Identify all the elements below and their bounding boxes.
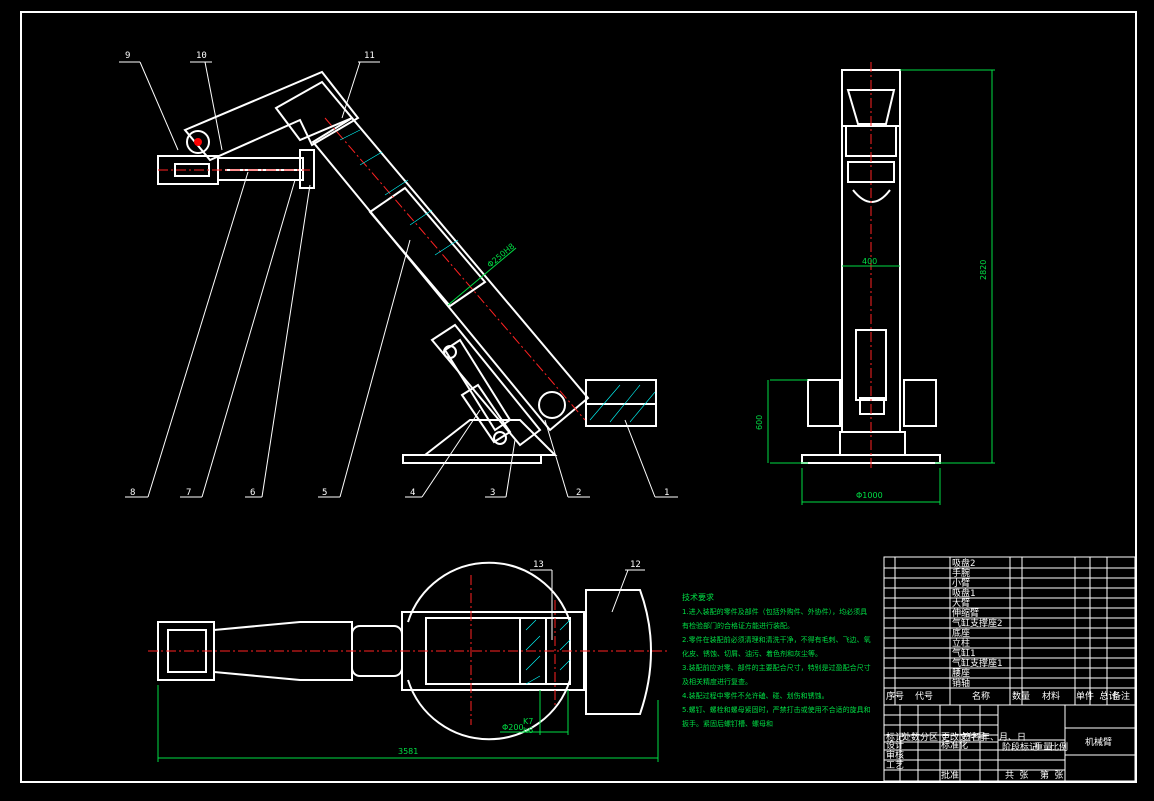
bom-header-remark: 备注 xyxy=(1112,690,1130,702)
bom-row-name: 吸盘2 xyxy=(952,557,975,569)
note-line: 扳手。紧固后螺钉槽、螺母和 xyxy=(682,719,773,728)
title-block-labels: 标记 处数 分区 更改文件号 签名 年、月、日 设计 标准化 审核 工艺 批准 … xyxy=(886,731,1068,781)
title-block-label: 工艺 xyxy=(886,760,904,771)
dim-arm-diameter-text: Φ250H8 xyxy=(486,242,517,270)
title-block-label: 标记 xyxy=(886,731,904,743)
arm-sleeve xyxy=(368,186,487,308)
title-block-label: 更改文件号 xyxy=(941,731,986,743)
note-line: 1.进入装配的零件及部件（包括外购件、外协件），均必须具 xyxy=(682,607,867,616)
base-plate-side xyxy=(402,454,542,464)
title-block-label: 批准 xyxy=(941,769,959,781)
bom-header-material: 材料 xyxy=(1042,690,1060,702)
dim-base-diameter-text: Φ1000 xyxy=(856,491,883,500)
title-block-label: 阶段标记 xyxy=(1002,741,1038,753)
part-label: 2 xyxy=(576,488,581,498)
part-label: 5 xyxy=(322,488,327,498)
note-line: 3.装配前应对零、部件的主要配合尺寸，特别是过盈配合尺寸 xyxy=(682,663,871,672)
note-line: 有检验部门的合格证方能进行装配。 xyxy=(682,621,794,630)
part-label: 10 xyxy=(196,51,207,61)
dim-pin-fit-text: Φ200 xyxy=(502,723,524,732)
bom-row-name: 销轴 xyxy=(952,677,970,689)
note-line: 4.装配过程中零件不允许磕、碰、划伤和锈蚀。 xyxy=(682,691,829,700)
title-block-label: 分区 xyxy=(920,732,938,743)
title-block-label: 比例 xyxy=(1050,741,1068,753)
top-view-centerline xyxy=(148,575,668,725)
title-block-label: 设计 xyxy=(886,739,904,751)
sheet-border xyxy=(20,11,1137,783)
top-view-base-circle xyxy=(407,561,571,741)
note-line: 及相关精度进行复查。 xyxy=(682,677,752,686)
part-label: 1 xyxy=(664,488,669,498)
pivot-joint-base xyxy=(538,391,566,419)
side-view-centerlines xyxy=(158,117,586,421)
part-label: 3 xyxy=(490,488,495,498)
part-label: 9 xyxy=(125,51,130,61)
dim-total-length-text: 3581 xyxy=(398,747,418,756)
bom-row-name: 伸缩臂 xyxy=(952,607,979,619)
part-label: 12 xyxy=(630,560,641,570)
technical-notes: 技术要求 1.进入装配的零件及部件（包括外购件、外协件），均必须具 有检验部门的… xyxy=(682,592,871,728)
bom-row-name: 气缸支撑座1 xyxy=(952,657,1002,669)
leader-lines-side xyxy=(119,61,678,498)
bom-row-name: 气缸支撑座2 xyxy=(952,617,1002,629)
top-view-hatch xyxy=(525,619,571,685)
front-dimensions xyxy=(767,69,995,505)
part-12-cup xyxy=(585,589,652,715)
side-view-hatch xyxy=(339,129,656,423)
bom-row-name: 大臂 xyxy=(952,597,970,609)
top-dimensions xyxy=(157,685,659,762)
title-block xyxy=(883,704,1136,782)
big-arm xyxy=(311,116,590,432)
bom-header-seq: 序号 xyxy=(886,690,904,702)
title-block-label: 年、月、日 xyxy=(981,731,1026,743)
bom-header-name: 名称 xyxy=(972,690,990,702)
note-line: 化皮、锈蚀、切屑、油污、着色剂和灰尘等。 xyxy=(682,649,822,658)
bom-rows: 吸盘2 手腕 小臂 吸盘1 大臂 伸缩臂 气缸支撑座2 底座 立柱 气缸1 气缸… xyxy=(886,557,1130,702)
side-view xyxy=(157,70,657,464)
title-block-label: 第 张 xyxy=(1040,769,1063,781)
part-label: 4 xyxy=(410,488,415,498)
note-line: 5.螺钉、螺栓和螺母紧固时，严禁打击或使用不合适的旋具和 xyxy=(682,705,871,714)
bom-header-qty: 数量 xyxy=(1012,690,1030,702)
waist-support xyxy=(422,419,558,456)
bom-row-name: 立柱 xyxy=(952,637,970,649)
part-label: 7 xyxy=(186,488,191,498)
title-block-label: 签名 xyxy=(962,731,980,743)
bom-header-weight: 单件 总计 xyxy=(1076,690,1117,702)
title-block-label: 审核 xyxy=(886,749,904,761)
bom-row-name: 小臂 xyxy=(952,577,970,589)
bom-table xyxy=(883,556,1136,706)
bom-row-name: 手腕 xyxy=(952,567,970,579)
dim-pin-fit-upper: K7 xyxy=(523,717,533,726)
leader-lines-top xyxy=(530,569,645,640)
pivot-joint-upper xyxy=(186,130,210,154)
note-line: 2.零件在装配前必须清理和清洗干净，不得有毛刺、飞边、氧 xyxy=(682,635,871,644)
part-label-texts-side: 9 10 11 8 7 6 5 4 3 2 1 xyxy=(125,51,669,498)
title-block-label: 共 张 xyxy=(1005,770,1028,781)
notes-title: 技术要求 xyxy=(682,592,714,602)
drawing-title: 机械臂 xyxy=(1085,736,1112,748)
part-label: 13 xyxy=(533,560,544,570)
dim-pin-fit-lower: h6 xyxy=(523,726,533,735)
bom-row-name: 底座 xyxy=(952,627,970,639)
title-block-label: 标准化 xyxy=(941,739,968,751)
dim-base-height-text: 600 xyxy=(755,415,764,430)
cylinder-4 xyxy=(443,338,512,432)
bom-row-name: 气缸1 xyxy=(952,647,975,659)
part-label: 8 xyxy=(130,488,135,498)
bom-row-name: 吸盘1 xyxy=(952,587,975,599)
upper-housing xyxy=(183,70,360,162)
dim-height-text: 2820 xyxy=(979,260,988,280)
part-label: 6 xyxy=(250,488,255,498)
bom-row-name: 腰座 xyxy=(952,667,970,679)
part-label: 11 xyxy=(364,51,375,61)
title-block-label: 处数 xyxy=(902,731,920,743)
dim-arm-diameter xyxy=(447,247,517,306)
title-block-label: 重量 xyxy=(1034,741,1052,753)
dim-column-width-text: 400 xyxy=(862,257,877,266)
bom-header-code: 代号 xyxy=(915,691,933,702)
